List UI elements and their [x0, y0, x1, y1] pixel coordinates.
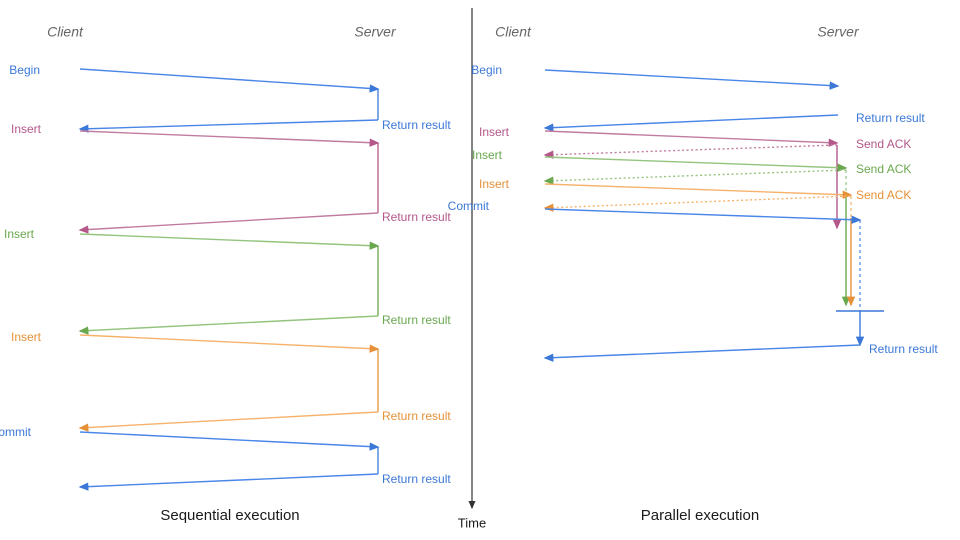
message-label: Return result — [382, 472, 451, 486]
message-label: Return result — [382, 313, 451, 327]
message-label: Return result — [382, 118, 451, 132]
request-arrow — [544, 208, 862, 224]
response-arrow — [543, 114, 839, 132]
message-label: Insert — [479, 177, 510, 191]
time-axis-label: Time — [458, 515, 486, 530]
message-label: Begin — [471, 63, 502, 77]
request-arrow — [79, 68, 380, 93]
message-label: Return result — [856, 111, 925, 125]
request-arrow — [544, 69, 840, 90]
response-arrow — [78, 315, 379, 335]
request-arrow — [79, 431, 380, 451]
request-arrow — [544, 183, 853, 199]
request-arrow — [544, 156, 848, 172]
response-arrow — [78, 473, 379, 491]
message-label: Return result — [382, 409, 451, 423]
message-label: Commit — [0, 425, 32, 439]
lane-title-server-parallel: Server — [817, 24, 860, 40]
message-label: Send ACK — [856, 188, 911, 202]
message-label: Send ACK — [856, 162, 911, 176]
message-label: Insert — [11, 122, 42, 136]
message-arrows-sequential — [78, 68, 380, 491]
request-arrow — [79, 334, 380, 353]
request-arrow — [79, 130, 380, 147]
ack-arrow — [543, 169, 847, 185]
server-work-bars-parallel — [832, 145, 865, 347]
message-label: Return result — [382, 210, 451, 224]
panel-caption-parallel: Parallel execution — [641, 507, 759, 524]
message-label: Commit — [448, 199, 490, 213]
request-arrow — [544, 130, 839, 147]
request-arrow — [79, 233, 380, 250]
message-arrows-parallel — [543, 69, 862, 362]
panel-caption-sequential: Sequential execution — [160, 507, 299, 524]
lane-title-client-parallel: Client — [495, 24, 532, 40]
message-label: Send ACK — [856, 137, 911, 151]
ack-arrow — [543, 144, 838, 159]
message-label: Insert — [472, 148, 503, 162]
message-label: Insert — [479, 125, 510, 139]
message-label: Return result — [869, 342, 938, 356]
response-arrow — [78, 411, 379, 432]
message-label: Begin — [9, 63, 40, 77]
response-arrow — [78, 119, 379, 133]
lane-title-server-sequential: Server — [354, 24, 397, 40]
message-label: Insert — [11, 330, 42, 344]
lane-title-client-sequential: Client — [47, 24, 84, 40]
response-arrow — [78, 212, 379, 234]
ack-arrow — [543, 195, 852, 212]
time-axis: Time — [458, 8, 486, 530]
response-arrow — [543, 344, 861, 362]
message-label: Insert — [4, 227, 35, 241]
